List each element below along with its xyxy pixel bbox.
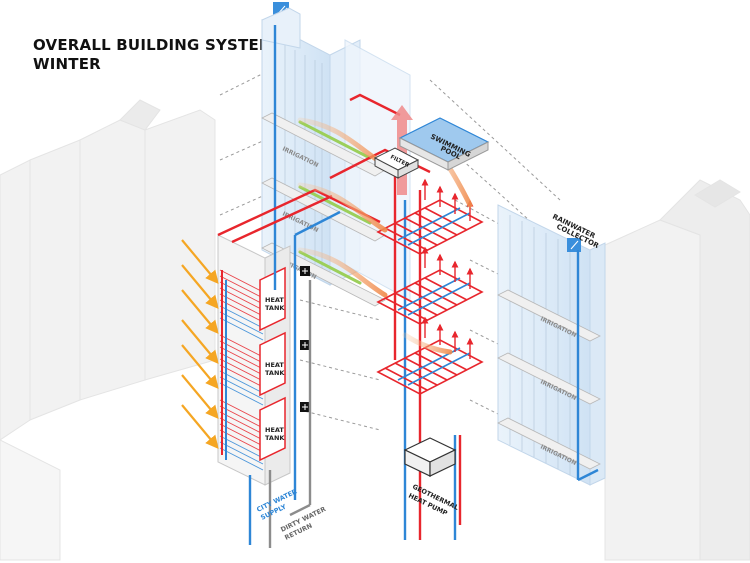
- glass-tower: [261, 2, 411, 301]
- heat-tank-1-label-line2: TANK: [265, 304, 285, 312]
- heat-tank-3-label-line1: HEAT: [265, 426, 284, 434]
- swimming-pool: [398, 117, 490, 171]
- background-buildings: [0, 99, 750, 561]
- sun-arrows: [181, 239, 219, 450]
- diagram-title: OVERALL BUILDING SYSTEM WINTER: [33, 36, 274, 74]
- warm-air-main-arrow: [391, 105, 413, 195]
- heat-tanks: [259, 266, 286, 462]
- heat-rise-arrows: [421, 178, 474, 359]
- heat-tank-3-label-line2: TANK: [265, 434, 285, 442]
- geothermal-heat-pump: [403, 437, 457, 477]
- rainwater-tower: [497, 204, 606, 486]
- tower-floor-slabs: [261, 112, 386, 307]
- title-line-1: OVERALL BUILDING SYSTEM: [33, 36, 275, 54]
- cold-water-pipes: [248, 25, 599, 545]
- valves: [300, 266, 310, 412]
- heat-tank-2-label-line2: TANK: [265, 369, 285, 377]
- dirty-water-pipe: [268, 280, 312, 548]
- hot-water-pipes: [217, 93, 462, 540]
- filter-box: [373, 147, 420, 179]
- title-line-2: WINTER: [33, 55, 101, 73]
- heat-tank-2-label-line1: HEAT: [265, 361, 284, 369]
- heat-tank-1-label-line1: HEAT: [265, 296, 284, 304]
- radiant-floors: [376, 199, 484, 395]
